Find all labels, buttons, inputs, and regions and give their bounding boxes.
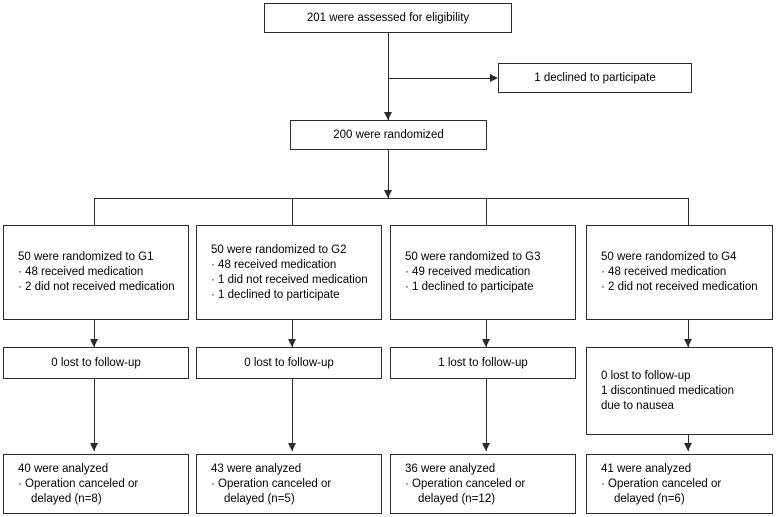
box-analysis-g4: 41 were analyzed · Operation canceled or…: [586, 454, 773, 514]
analysis-g4-note-line1: · Operation canceled or: [601, 477, 722, 490]
allocation-g1-item-1: · 2 did not received medication: [18, 281, 175, 293]
connector-randomized-to-allocation: [388, 150, 389, 198]
followup-g1-line-0: 0 lost to follow-up: [51, 356, 141, 369]
box-followup-g2: 0 lost to follow-up: [196, 347, 382, 379]
arrowhead-g2-followup: [288, 339, 296, 347]
box-analysis-g1: 40 were analyzed · Operation canceled or…: [3, 454, 189, 514]
arrowhead-g1-analysis: [90, 443, 98, 451]
arrowhead-g1-followup: [90, 339, 98, 347]
allocation-g1-item-0: · 48 received medication: [18, 266, 144, 278]
arrowhead-g4-analysis: [684, 443, 692, 451]
box-followup-g3: 1 lost to follow-up: [390, 347, 576, 379]
arrowhead-g4-followup: [684, 339, 692, 347]
allocation-g4-title: 50 were randomized to G4: [601, 251, 737, 263]
allocation-drop-g1: [94, 198, 95, 225]
allocation-g3-title: 50 were randomized to G3: [405, 251, 541, 263]
connector-g3-followup-to-analysis: [486, 379, 487, 451]
followup-g4-line-1: 1 discontinued medication: [601, 384, 734, 397]
connector-g1-allocation-to-followup: [94, 320, 95, 347]
connector-to-excluded: [388, 78, 494, 79]
analysis-g4-note-line2: delayed (n=6): [614, 492, 685, 505]
box-followup-g4: 0 lost to follow-up 1 discontinued medic…: [586, 347, 773, 435]
arrowhead-to-randomized: [384, 112, 392, 120]
box-followup-g1: 0 lost to follow-up: [3, 347, 189, 379]
allocation-g2-title: 50 were randomized to G2: [211, 243, 347, 256]
connector-g2-allocation-to-followup: [292, 320, 293, 347]
followup-g3-line-0: 1 lost to follow-up: [438, 356, 528, 369]
box-analysis-g3: 36 were analyzed · Operation canceled or…: [390, 454, 576, 514]
analysis-g2-note-line1: · Operation canceled or: [211, 477, 332, 490]
followup-g4-line-0: 0 lost to follow-up: [601, 369, 691, 382]
allocation-g3-item-1: · 1 declined to participate: [405, 281, 534, 293]
box-allocation-g4: 50 were randomized to G4 · 48 received m…: [586, 225, 773, 320]
allocation-g1-title: 50 were randomized to G1: [18, 251, 154, 263]
analysis-g1-note-line2: delayed (n=8): [31, 492, 102, 505]
box-allocation-g2: 50 were randomized to G2 · 48 received m…: [196, 225, 382, 320]
allocation-drop-g3: [486, 198, 487, 225]
followup-g2-line-0: 0 lost to follow-up: [244, 356, 334, 369]
box-randomized: 200 were randomized: [290, 120, 487, 150]
allocation-g4-item-0: · 48 received medication: [601, 266, 727, 278]
arrowhead-g2-analysis: [288, 443, 296, 451]
assessed-label: 201 were assessed for eligibility: [306, 11, 470, 24]
analysis-g1-note-line1: · Operation canceled or: [18, 477, 139, 490]
allocation-drop-g2: [292, 198, 293, 225]
excluded-label: 1 declined to participate: [534, 71, 656, 84]
box-analysis-g2: 43 were analyzed · Operation canceled or…: [196, 454, 382, 514]
arrowhead-to-excluded: [490, 74, 498, 82]
analysis-g4-title: 41 were analyzed: [601, 462, 692, 475]
followup-g4-line-2: due to nausea: [601, 399, 674, 412]
connector-g4-allocation-to-followup: [688, 320, 689, 347]
analysis-g3-title: 36 were analyzed: [405, 462, 496, 475]
arrowhead-g3-analysis: [482, 443, 490, 451]
allocation-g2-item-1: · 1 did not received medication: [211, 273, 368, 286]
arrowhead-to-allocation-bar: [384, 190, 392, 198]
connector-assessed-to-randomized: [388, 33, 389, 120]
analysis-g2-note-line2: delayed (n=5): [224, 492, 295, 505]
allocation-g2-item-2: · 1 declined to participate: [211, 288, 340, 301]
connector-g2-followup-to-analysis: [292, 379, 293, 451]
connector-g1-followup-to-analysis: [94, 379, 95, 451]
allocation-drop-g4: [688, 198, 689, 225]
randomized-label: 200 were randomized: [333, 128, 444, 141]
allocation-g3-item-0: · 49 received medication: [405, 266, 531, 278]
analysis-g3-note-line1: · Operation canceled or: [405, 477, 526, 490]
allocation-distribution-bar: [94, 198, 689, 199]
box-assessed-for-eligibility: 201 were assessed for eligibility: [264, 3, 512, 33]
allocation-g2-item-0: · 48 received medication: [211, 258, 337, 271]
analysis-g1-title: 40 were analyzed: [18, 462, 109, 475]
arrowhead-g3-followup: [482, 339, 490, 347]
box-allocation-g3: 50 were randomized to G3 · 49 received m…: [390, 225, 576, 320]
box-declined-to-participate: 1 declined to participate: [498, 63, 692, 93]
box-allocation-g1: 50 were randomized to G1 · 48 received m…: [3, 225, 189, 320]
analysis-g2-title: 43 were analyzed: [211, 462, 302, 475]
analysis-g3-note-line2: delayed (n=12): [418, 492, 496, 505]
connector-g3-allocation-to-followup: [486, 320, 487, 347]
allocation-g4-item-1: · 2 did not received medication: [601, 281, 758, 293]
